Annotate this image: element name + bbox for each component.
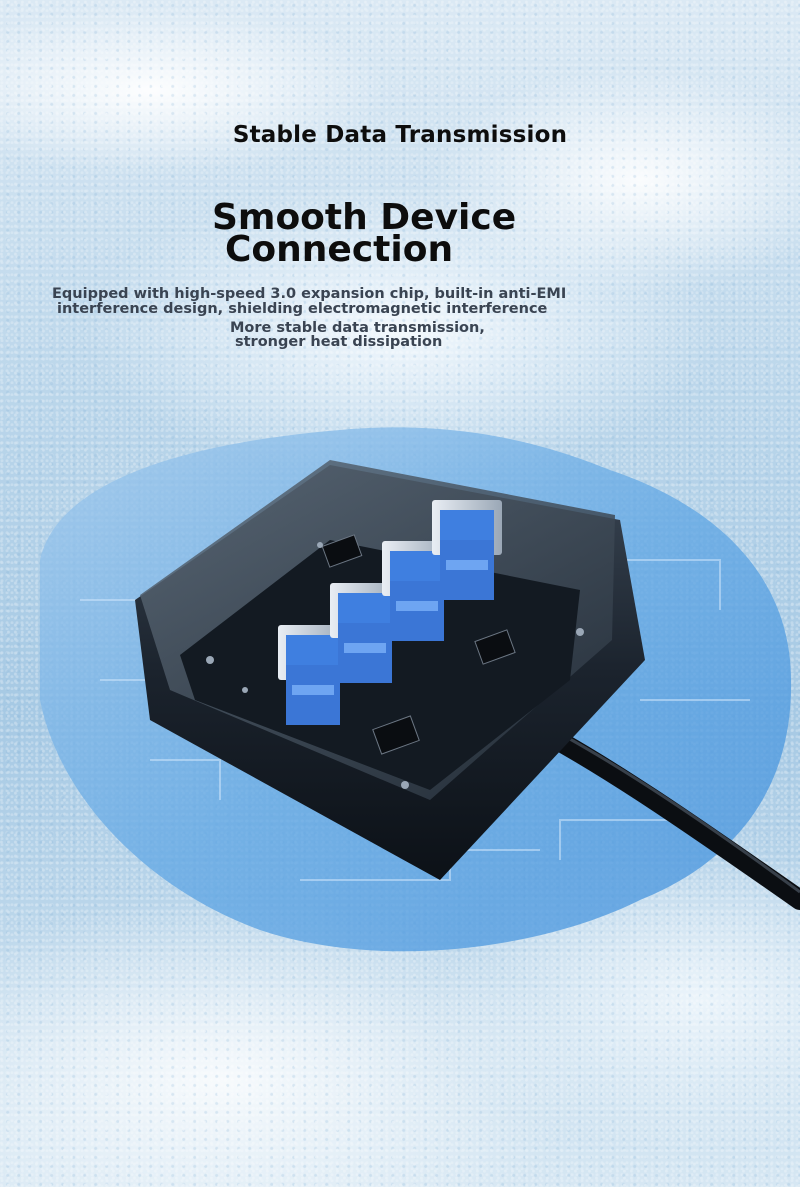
description-line3: More stable data transmission, (230, 320, 485, 336)
usb-port (382, 541, 452, 641)
description-line1: Equipped with high-speed 3.0 expansion c… (52, 286, 567, 302)
description-line2: interference design, shielding electroma… (57, 301, 548, 317)
usb-port (432, 500, 502, 600)
headline-main-line2: Connection (225, 229, 454, 270)
chip (372, 715, 420, 755)
usb-port (330, 583, 400, 683)
headline-main-line1: Smooth Device (212, 197, 517, 238)
usb-port (278, 625, 348, 725)
chip (321, 534, 363, 568)
headline-top: Stable Data Transmission (232, 122, 568, 148)
chip (474, 629, 516, 665)
description-line4: stronger heat dissipation (235, 334, 443, 350)
